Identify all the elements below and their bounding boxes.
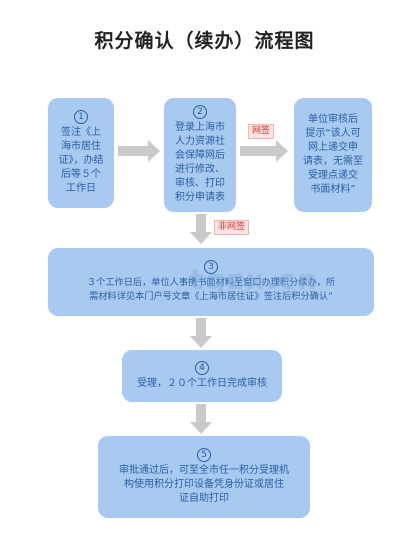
step-number: 4 [195, 361, 209, 375]
step-5-box: 5 审批通过后，可至全市任一积分受理机 构使用积分打印设备凭身份证或居住 证自助… [98, 436, 310, 518]
step-text: ３个工作日后，单位人事携书面材料至窗口办理积分续办，所 需材料详见本门户号文章《… [86, 277, 336, 302]
step-number: 3 [204, 260, 218, 274]
down-arrow-icon [190, 404, 212, 434]
step-text: 单位审核后 提示“该人可 网上递交申 请表，无需至 受理点递交 书面材料” [303, 114, 363, 195]
right-arrow-icon [240, 140, 288, 162]
step-text: 签注《上 海市居住 证》，办结 后等５个 工作日 [58, 127, 104, 194]
online-tag: 网签 [248, 124, 275, 139]
right-arrow-icon [118, 140, 160, 162]
step-1-box: 1 签注《上 海市居住 证》，办结 后等５个 工作日 [48, 98, 114, 208]
step-3-box: 3 ３个工作日后，单位人事携书面材料至窗口办理积分续办，所 需材料详见本门户号文… [48, 248, 374, 316]
step-2-box: 2 登录上海市 人力资源社 会保障网后 进行修改、 审核、打印 积分申请表 [164, 98, 236, 212]
step-text: 受理，２０个工作日完成审核 [137, 378, 267, 389]
watermark: tqzx.cn [190, 263, 319, 296]
offline-tag: 非网签 [214, 220, 250, 235]
step-4-box: 4 受理，２０个工作日完成审核 [122, 350, 282, 402]
step-text: 登录上海市 人力资源社 会保障网后 进行修改、 审核、打印 积分申请表 [175, 122, 225, 203]
step-text: 审批通过后，可至全市任一积分受理机 构使用积分打印设备凭身份证或居住 证自助打印 [119, 465, 289, 504]
down-arrow-icon [190, 318, 212, 348]
step-number: 5 [197, 448, 211, 462]
online-result-box: 单位审核后 提示“该人可 网上递交申 请表，无需至 受理点递交 书面材料” [294, 98, 372, 212]
step-number: 2 [193, 105, 207, 119]
step-number: 1 [74, 110, 88, 124]
down-arrow-icon [190, 214, 212, 244]
page-title: 积分确认（续办）流程图 [94, 30, 315, 52]
